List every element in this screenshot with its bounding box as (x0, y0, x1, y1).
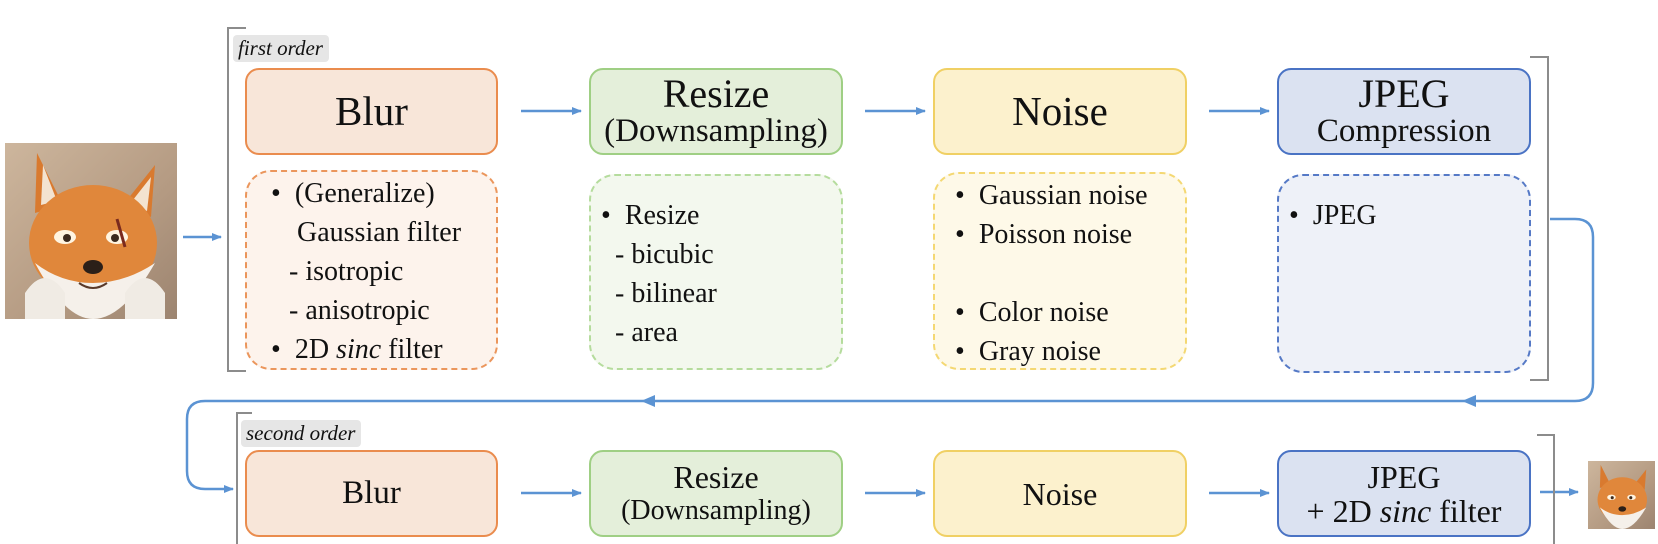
second-order-bracket-right (1537, 434, 1555, 544)
jpeg-title-second: JPEG (1367, 458, 1441, 495)
resize-box-second: Resize (Downsampling) (589, 450, 843, 537)
blur-detail-line-2: Gaussian filter (297, 217, 462, 248)
second-order-label: second order (241, 420, 362, 447)
first-order-bracket-left (227, 27, 246, 372)
noise-detail-gray: • Gray noise (955, 336, 1101, 367)
jpeg-subtitle-second: + 2D sinc filter (1306, 492, 1502, 529)
blur-detail-isotropic: - isotropic (289, 256, 404, 287)
resize-detail-bullet: • Resize (601, 200, 700, 231)
first-order-bracket-right (1530, 56, 1549, 381)
jpeg-subtitle: Compression (1316, 112, 1492, 149)
resize-title-second: Resize (673, 458, 759, 495)
resize-box-first: Resize (Downsampling) (589, 68, 843, 155)
blur-detail-sinc: • 2D sinc filter (271, 334, 443, 365)
resize-title: Resize (662, 70, 770, 116)
return-arrowhead-2 (641, 395, 655, 407)
resize-subtitle-second: (Downsampling) (621, 494, 811, 526)
resize-detail-bilinear: - bilinear (615, 278, 717, 309)
blur-title: Blur (335, 88, 408, 134)
loop-connector (185, 217, 1595, 493)
blur-box-second: Blur (245, 450, 498, 537)
resize-detail-area: - area (615, 317, 678, 348)
jpeg-detail-bullet: • JPEG (1289, 200, 1377, 231)
noise-detail-gaussian: • Gaussian noise (955, 180, 1148, 211)
fox-icon-small (1597, 464, 1647, 529)
noise-box-second: Noise (933, 450, 1187, 537)
fox-icon (25, 153, 165, 319)
jpeg-box-first: JPEG Compression (1277, 68, 1531, 155)
resize-detail-bicubic: - bicubic (615, 239, 714, 270)
jpeg-box-second: JPEG + 2D sinc filter (1277, 450, 1531, 537)
noise-detail-color: • Color noise (955, 297, 1109, 328)
first-order-label: first order (233, 35, 329, 62)
blur-detail-anisotropic: - anisotropic (289, 295, 430, 326)
second-order-bracket-left (236, 412, 252, 544)
jpeg-details: • JPEG (1277, 174, 1531, 373)
blur-title-second: Blur (342, 475, 401, 511)
input-image (5, 143, 177, 319)
resize-subtitle: (Downsampling) (604, 112, 828, 149)
blur-box-first: Blur (245, 68, 498, 155)
resize-details: • Resize - bicubic - bilinear - area (589, 174, 843, 370)
noise-box-first: Noise (933, 68, 1187, 155)
noise-title: Noise (1012, 88, 1108, 134)
return-arrowhead-1 (1462, 395, 1476, 407)
blur-details: • (Generalize) Gaussian filter - isotrop… (245, 170, 498, 370)
jpeg-title: JPEG (1358, 70, 1450, 116)
blur-detail-line-1: • (Generalize) (271, 178, 435, 209)
output-image (1588, 461, 1655, 529)
noise-details: • Gaussian noise • Poisson noise • Color… (933, 172, 1187, 370)
noise-title-second: Noise (1022, 475, 1098, 512)
noise-detail-poisson: • Poisson noise (955, 219, 1133, 250)
